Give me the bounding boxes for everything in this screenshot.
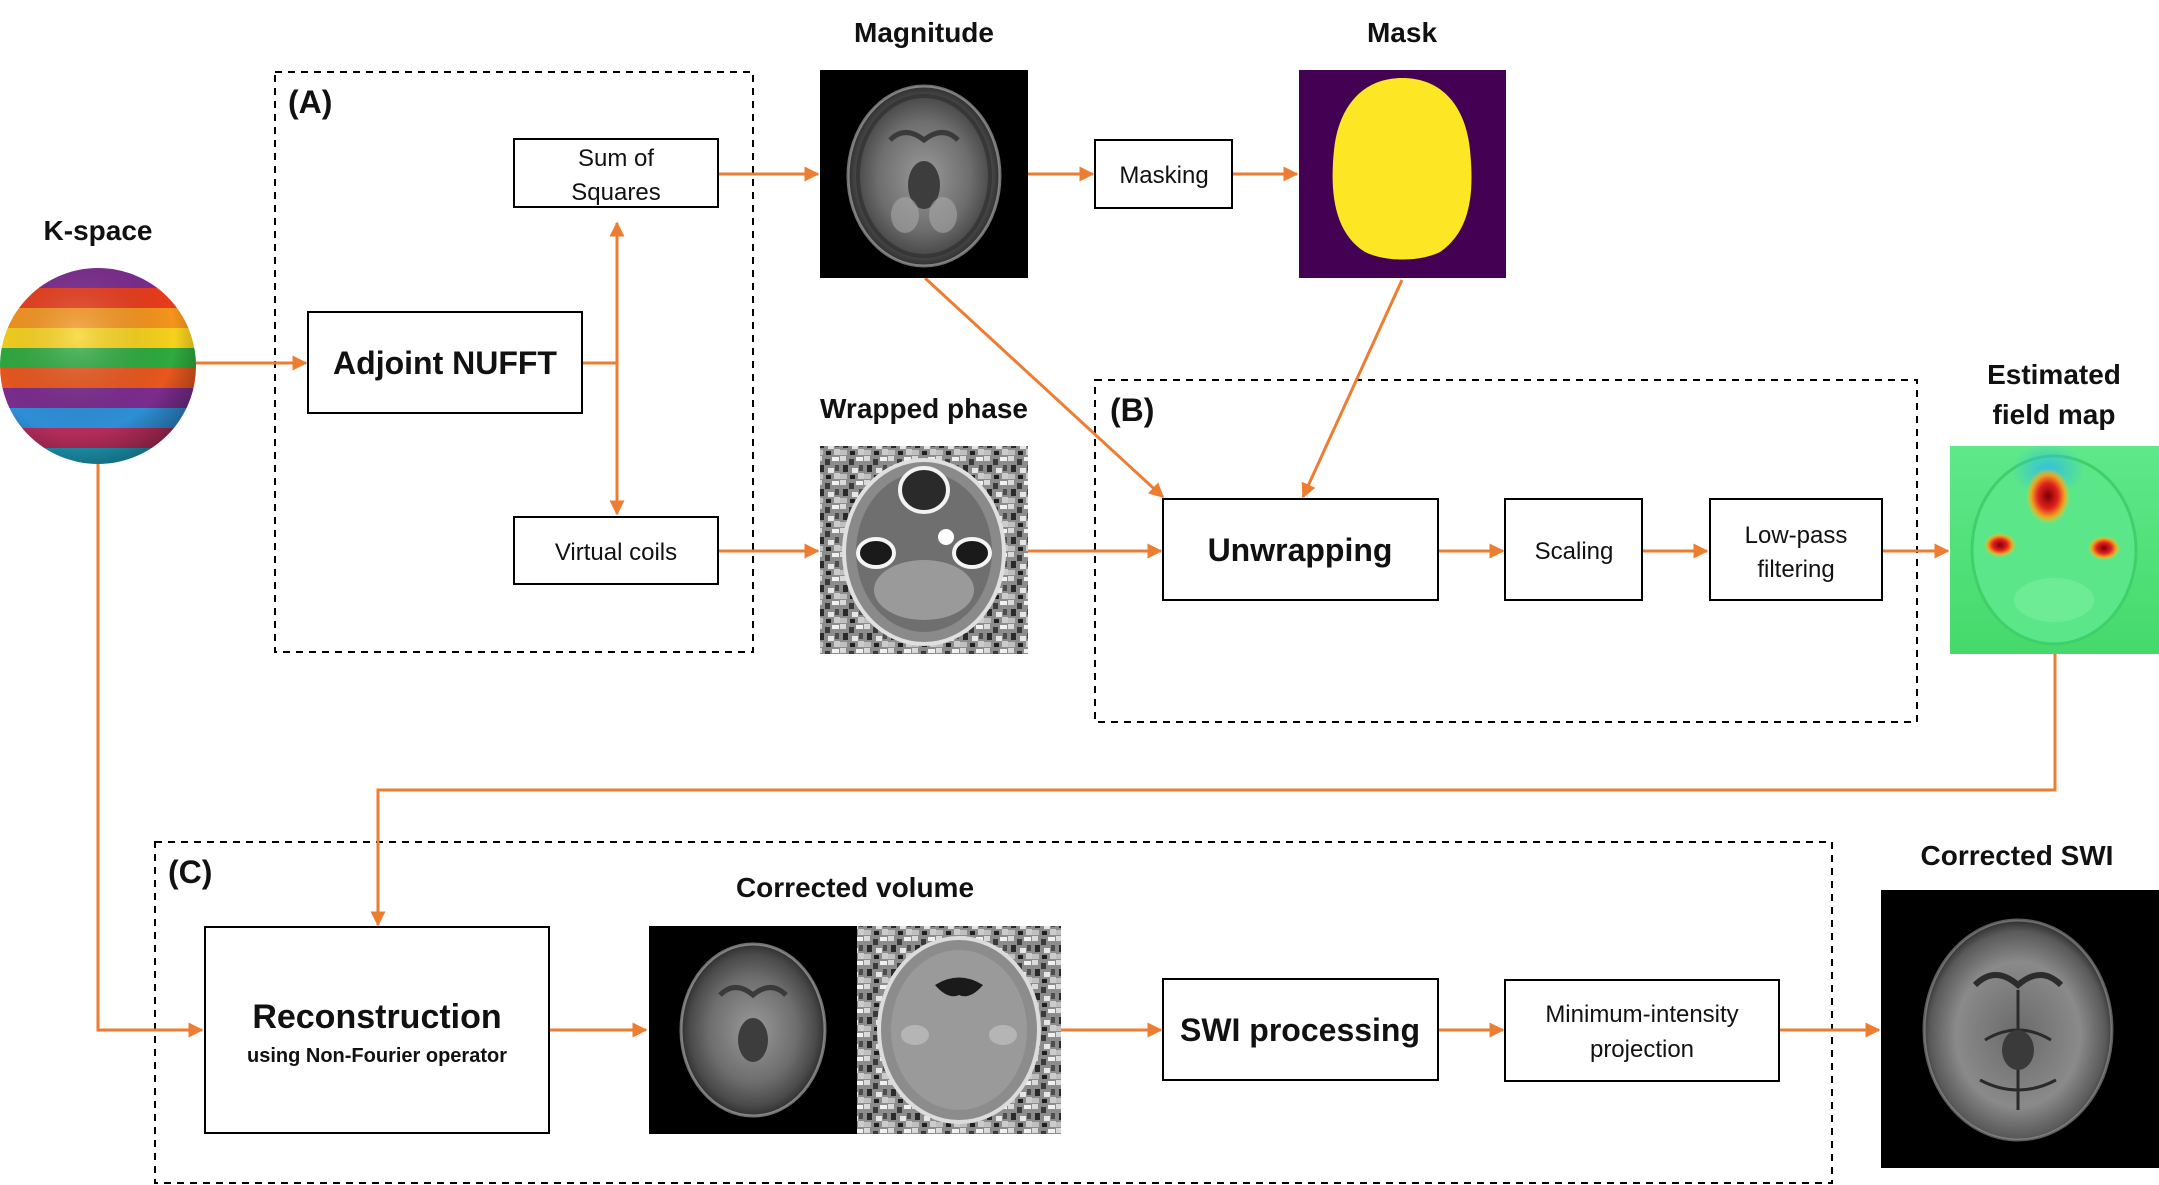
swi-processing-label: SWI processing	[1180, 1012, 1420, 1048]
sum-of-squares-line2: Squares	[571, 179, 660, 206]
magnitude-label: Magnitude	[854, 17, 994, 48]
arrow-mask-to-unwrapping	[1301, 279, 1404, 499]
virtual-coils-box	[513, 516, 719, 585]
corrected-swi-image	[1881, 890, 2159, 1168]
wrapped-phase-image	[820, 446, 1028, 654]
scaling-label: Scaling	[1535, 538, 1614, 565]
low-pass-line2: filtering	[1757, 556, 1834, 583]
corrected-swi-label: Corrected SWI	[1921, 840, 2114, 871]
min-intensity-line1: Minimum-intensity	[1545, 1001, 1738, 1028]
reconstruction-label: Reconstruction	[252, 998, 501, 1036]
arrow-fieldmap-to-reconstruction	[370, 652, 2057, 927]
min-intensity-line2: projection	[1590, 1036, 1694, 1063]
group-c-label: (C)	[168, 854, 212, 890]
arrow-kspace-to-reconstruction	[96, 460, 204, 1038]
corrected-magnitude-image	[649, 926, 857, 1134]
corrected-phase-image	[857, 926, 1061, 1134]
swi-processing-box	[1162, 978, 1439, 1081]
field-map-label-line1: Estimated	[1987, 359, 2121, 390]
scaling-box	[1504, 498, 1643, 601]
low-pass-line1: Low-pass	[1745, 522, 1848, 549]
masking-label: Masking	[1119, 162, 1208, 189]
kspace-sphere-icon	[0, 268, 196, 464]
brain-magnitude-image	[820, 70, 1028, 278]
reconstruction-sublabel: using Non-Fourier operator	[247, 1045, 507, 1067]
corrected-volume-label: Corrected volume	[736, 872, 974, 903]
flow-arrows	[96, 166, 2057, 1038]
field-map-image	[1950, 444, 2159, 654]
kspace-label: K-space	[44, 215, 153, 246]
field-map-label-line2: field map	[1993, 399, 2116, 430]
sum-of-squares-line1: Sum of	[578, 145, 654, 172]
min-intensity-box	[1504, 979, 1780, 1082]
mask-label: Mask	[1367, 17, 1437, 48]
masking-box	[1094, 139, 1233, 209]
group-b-label: (B)	[1110, 392, 1154, 428]
low-pass-box	[1709, 498, 1883, 601]
sum-of-squares-box	[513, 138, 719, 208]
unwrapping-box	[1162, 498, 1439, 601]
virtual-coils-label: Virtual coils	[555, 539, 677, 566]
adjoint-nufft-label: Adjoint NUFFT	[333, 345, 557, 381]
brain-mask-image	[1299, 70, 1506, 278]
wrapped-phase-label: Wrapped phase	[820, 393, 1028, 424]
group-c-box	[154, 841, 1833, 1184]
group-a-label: (A)	[288, 84, 332, 120]
unwrapping-label: Unwrapping	[1208, 532, 1393, 568]
adjoint-nufft-box	[307, 311, 583, 414]
reconstruction-box	[204, 926, 550, 1134]
arrow-magnitude-to-unwrapping	[923, 276, 1165, 499]
